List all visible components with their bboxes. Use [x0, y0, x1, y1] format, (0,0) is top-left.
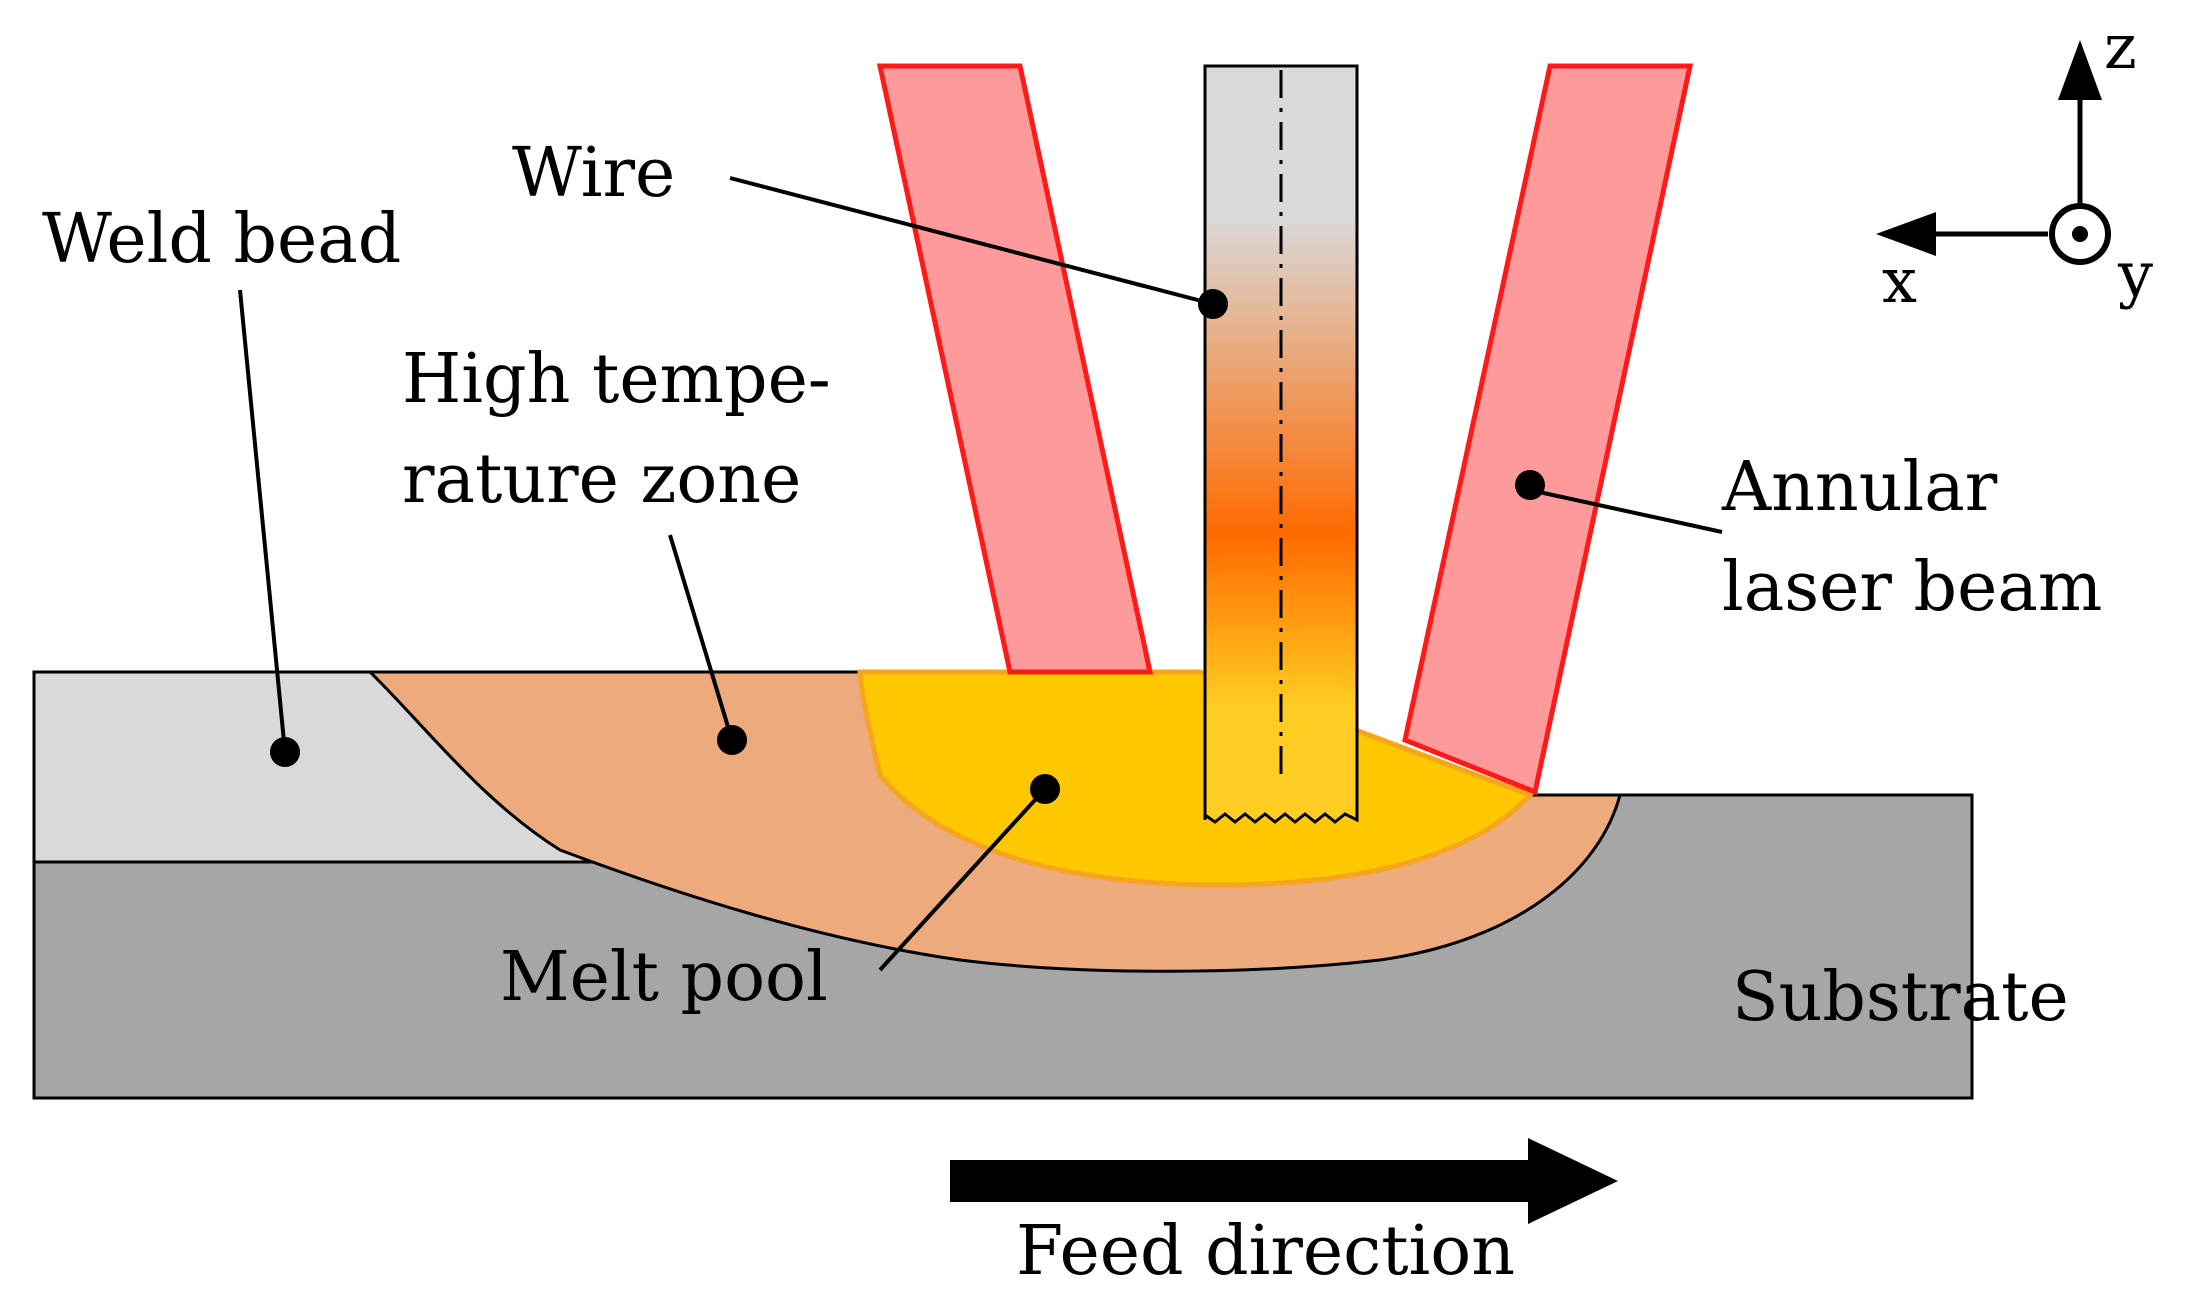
feed-direction-arrow [950, 1138, 1618, 1224]
leader-wire [729, 176, 1214, 306]
leader-melt-pool [878, 787, 1047, 972]
dot-melt-pool [1030, 774, 1060, 804]
melt-pool-region [857, 669, 1535, 888]
x-axis-arrowhead [1876, 212, 1936, 256]
wire-outline [1203, 64, 1359, 824]
laser-beam-left [876, 63, 1154, 675]
label-high-temp-1: High tempe- [402, 340, 831, 419]
dot-wire [1198, 289, 1228, 319]
label-wire: Wire [512, 134, 675, 213]
label-substrate: Substrate [1732, 958, 2069, 1037]
label-weld-bead: Weld bead [42, 200, 401, 279]
y-axis-label: y [2117, 238, 2153, 311]
laser-beam-right [1402, 63, 1694, 796]
leader-high-temp [668, 534, 734, 741]
x-axis-label: x [1882, 244, 1917, 317]
dot-weld-bead [270, 737, 300, 767]
label-annular-1: Annular [1721, 448, 1998, 527]
y-axis-dot [2072, 226, 2088, 242]
label-feed-direction: Feed direction [1016, 1212, 1515, 1291]
dot-high-temp [717, 725, 747, 755]
leader-weld-bead [238, 289, 287, 753]
leader-annular [1529, 488, 1723, 534]
coordinate-system: z x y [1876, 10, 2153, 317]
label-high-temp-2: rature zone [402, 440, 801, 519]
dot-annular [1515, 470, 1545, 500]
label-melt-pool: Melt pool [500, 938, 828, 1017]
label-annular-2: laser beam [1722, 548, 2102, 627]
z-axis-label: z [2104, 10, 2137, 83]
z-axis-arrowhead [2058, 40, 2102, 100]
